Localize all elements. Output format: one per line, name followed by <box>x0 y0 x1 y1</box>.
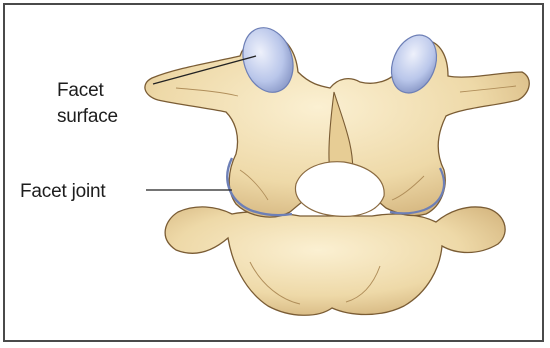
facet-surface-label-line2: surface <box>57 106 118 127</box>
facet-surface-label-line1: Facet <box>57 80 104 101</box>
lower-vertebra <box>165 207 505 315</box>
facet-joint-label: Facet joint <box>20 181 105 202</box>
